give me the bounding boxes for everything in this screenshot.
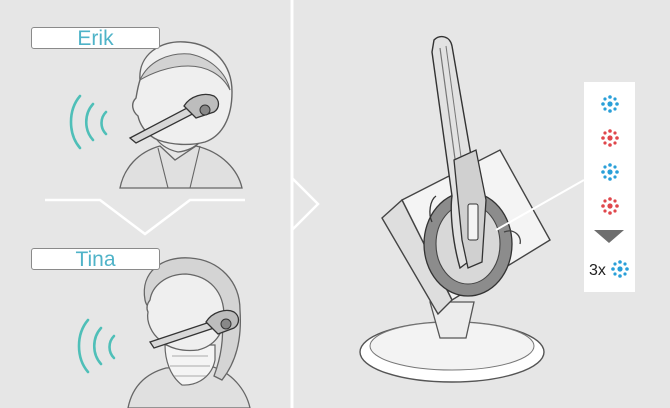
led-blink-blue-icon: [610, 259, 630, 279]
led-indicator-panel: 3x: [584, 82, 635, 292]
led-blink-red-icon: [600, 128, 620, 148]
led-blink-red-icon: [600, 196, 620, 216]
arrow-down-icon: [594, 230, 624, 243]
tina-sound-waves-icon: [79, 320, 114, 372]
led-blink-blue-icon: [600, 162, 620, 182]
speaker-name-tina: Tina: [31, 248, 160, 270]
led-blink-blue-icon: [600, 94, 620, 114]
repeat-count: 3x: [589, 263, 606, 279]
erik-sound-waves-icon: [71, 96, 106, 148]
speaker-name-erik: Erik: [31, 27, 160, 49]
